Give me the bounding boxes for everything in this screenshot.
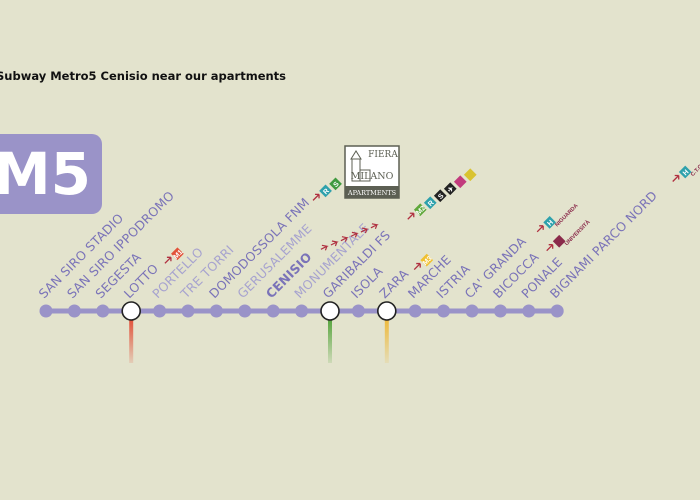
logo-line1: FIERA	[368, 150, 398, 160]
connection-arrow	[164, 256, 172, 264]
station-dot[interactable]	[550, 304, 564, 318]
logo-line2: MILANO	[351, 171, 394, 182]
fiera-milano-logo: FIERA MILANO APARTMENTS	[344, 145, 400, 199]
logo-line3: APARTMENTS	[347, 189, 396, 197]
connection-badge	[433, 189, 447, 203]
station-dot[interactable]	[408, 304, 422, 318]
line-badge-bg	[0, 134, 102, 214]
connections-12: M3	[413, 253, 434, 271]
connection-badge-label: H	[546, 219, 555, 228]
connection-note: C.T.O.	[690, 162, 700, 178]
station-dot[interactable]	[153, 304, 167, 318]
chain-arrow	[350, 231, 359, 238]
station-dot[interactable]	[493, 304, 507, 318]
connection-badge-label: S	[332, 181, 340, 189]
connection-badge	[423, 196, 437, 210]
interchange-marker[interactable]	[320, 301, 340, 321]
connection-arrow	[407, 212, 415, 220]
map-caption: Subway Metro5 Cenisio near our apartment…	[0, 69, 287, 83]
connection-badge-label: R	[427, 200, 436, 209]
connection-badge	[453, 175, 467, 189]
interchange-marker[interactable]	[376, 301, 397, 321]
connection-badge-label: M2	[415, 205, 427, 217]
connection-note: UNIVERSITÀ	[563, 219, 592, 248]
connection-badge-label: R	[322, 188, 331, 197]
connection-badge	[329, 177, 342, 191]
connections-6: RS	[312, 177, 342, 201]
connection-badge	[443, 182, 457, 196]
chain-arrow	[360, 227, 369, 234]
connection-arrow	[312, 193, 320, 201]
castle-tower-icon	[350, 150, 371, 182]
station-dot[interactable]	[266, 304, 280, 318]
connection-arrow	[672, 174, 680, 182]
connection-note: NIGUARDA	[554, 203, 579, 228]
interchange-link	[384, 319, 389, 363]
station-dot[interactable]	[96, 304, 110, 318]
connections-3: M1	[164, 247, 185, 264]
connection-badge-label: M3	[422, 255, 434, 267]
connection-arrow	[546, 244, 554, 252]
arrow-chain-to-apartments	[320, 223, 379, 251]
line-badge-text: M5	[0, 140, 91, 208]
station-dot[interactable]	[181, 304, 195, 318]
station-dot[interactable]	[437, 304, 451, 318]
station-dot[interactable]	[351, 304, 365, 318]
station-dot[interactable]	[295, 304, 309, 318]
station-san-siro-stadio[interactable]: SAN SIRO STADIO	[36, 210, 127, 318]
connection-badge	[319, 184, 332, 198]
connection-badge	[171, 247, 184, 261]
interchange-marker[interactable]	[121, 301, 141, 321]
station-dot[interactable]	[67, 304, 81, 318]
connection-arrow	[413, 262, 421, 271]
station-bignami-parco-nord[interactable]: BIGNAMI PARCO NORD	[547, 188, 660, 318]
station-dot[interactable]	[522, 304, 536, 318]
connection-badge	[552, 234, 566, 248]
chain-arrow	[320, 244, 329, 251]
station-dot[interactable]	[238, 304, 252, 318]
line-badge: M5	[0, 134, 102, 214]
connection-arrow	[536, 225, 544, 233]
connection-badge-label: M1	[173, 249, 185, 261]
connection-badge	[413, 203, 427, 217]
connection-badge-label: ✈	[446, 184, 456, 194]
connection-badge	[463, 168, 477, 182]
station-dot[interactable]	[465, 304, 479, 318]
chain-arrow	[370, 223, 379, 230]
interchange-link	[328, 319, 332, 363]
station-label[interactable]: BIGNAMI PARCO NORD	[547, 188, 660, 301]
connection-badge-label: S	[437, 192, 445, 200]
interchange-link	[129, 319, 134, 363]
chain-arrow	[340, 236, 349, 242]
station-dot[interactable]	[39, 304, 53, 318]
logo-bar	[345, 186, 399, 198]
connection-badge-label: H	[682, 169, 691, 178]
station-dot[interactable]	[209, 304, 223, 318]
chain-arrow	[330, 240, 339, 247]
